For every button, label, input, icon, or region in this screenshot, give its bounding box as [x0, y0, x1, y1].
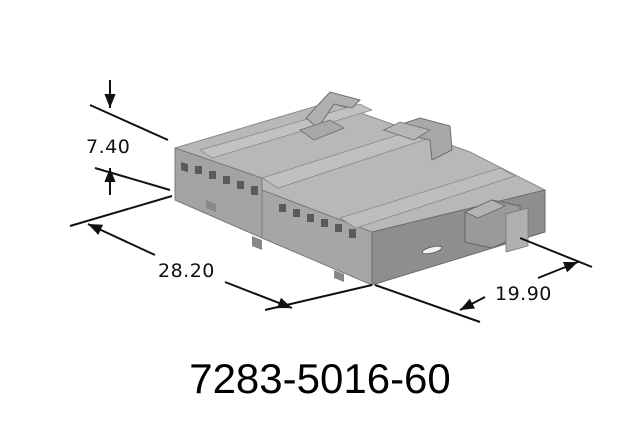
dimension-length-label: 28.20: [158, 260, 215, 282]
cavities-left: [181, 162, 258, 195]
cavities-right: [279, 204, 356, 238]
dimension-lines: [69, 80, 593, 323]
connector-body: [174, 91, 547, 286]
dimension-depth-label: 19.90: [495, 283, 552, 305]
dimension-height-label: 7.40: [86, 136, 131, 158]
part-number: 7283-5016-60: [189, 355, 451, 402]
